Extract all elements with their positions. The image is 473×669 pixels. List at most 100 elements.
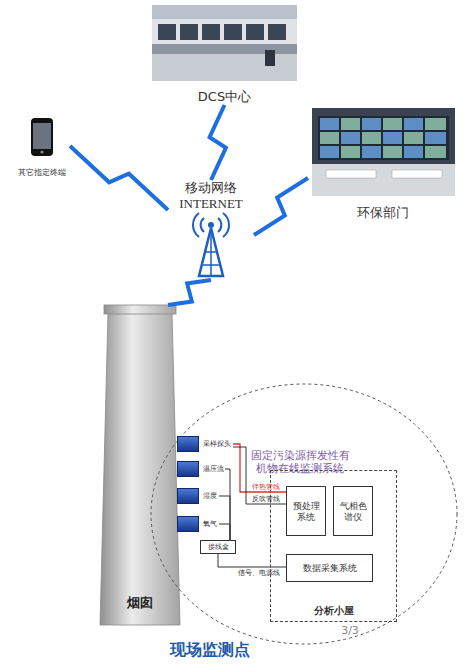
node-label: 采样探头 <box>201 440 233 448</box>
node-label: 接线盒 <box>201 543 235 551</box>
network-hub: 移动网络 INTERNET <box>168 180 254 280</box>
wireless-link <box>70 146 168 210</box>
sensor-square <box>177 516 199 532</box>
tower-top <box>208 222 214 228</box>
chimney-drawing <box>100 305 180 625</box>
screen <box>425 146 446 158</box>
signal-wave <box>193 213 199 237</box>
wireless-link <box>210 105 226 180</box>
signal-line <box>218 554 286 567</box>
screen <box>320 118 339 130</box>
process-box: 气相色谱仪 <box>333 486 373 536</box>
line-label: 信号、电源线 <box>236 569 282 577</box>
video-wall <box>318 116 449 160</box>
screen <box>341 118 360 130</box>
ellipse-outline <box>151 384 457 644</box>
phone-screen <box>33 123 51 149</box>
phone-button <box>40 150 43 153</box>
sensor-square <box>177 488 199 504</box>
screen <box>362 132 381 144</box>
page-number: 3/3 <box>330 624 370 637</box>
signal-wave <box>201 218 204 232</box>
sensor-box: 采样探头 <box>177 436 233 452</box>
wireless-link <box>168 280 211 305</box>
screen <box>404 146 423 158</box>
environment-room-photo <box>312 108 455 196</box>
tower-bar <box>205 251 217 253</box>
control-room-photo <box>152 5 297 81</box>
floor <box>312 164 455 196</box>
node-label: 温压流 <box>201 465 225 473</box>
sensor-box: 温压流 <box>177 461 225 477</box>
phone-body <box>31 118 53 156</box>
chimney-body <box>100 313 180 625</box>
screen <box>404 132 423 144</box>
screen <box>362 146 381 158</box>
screen <box>341 132 360 144</box>
chimney-cap <box>104 305 176 314</box>
screen <box>383 132 402 144</box>
line-label: 伴热管线 <box>249 483 283 491</box>
signal-line <box>219 496 230 540</box>
analysis-hut: 分析小屋 预处理系统气相色谱仪数据采集系统 <box>270 470 397 622</box>
tower-frame <box>199 228 223 276</box>
screen <box>404 118 423 130</box>
chimney: 烟囱 <box>100 305 180 625</box>
screen <box>341 146 360 158</box>
signal-line <box>225 469 230 540</box>
desk <box>392 170 442 178</box>
sensor-square <box>177 461 199 477</box>
tower-bar <box>202 264 220 266</box>
desk <box>152 44 297 54</box>
photo-bg <box>312 108 455 196</box>
sensor-box: 氧气 <box>177 516 219 532</box>
photo-bg <box>152 5 297 81</box>
control-center: DCS中心 <box>152 5 297 105</box>
node-label: DCS中心 <box>152 89 297 105</box>
node-label: 环保部门 <box>308 205 458 221</box>
wireless-link <box>254 178 308 235</box>
node-label: 氧气 <box>201 520 219 528</box>
screen <box>383 146 402 158</box>
monitoring-system: 固定污染源挥发性有机物在线监测系统采样探头温压流湿度氧气分析小屋预处理系统气相色… <box>150 383 458 645</box>
node-label: 分析小屋 <box>271 605 396 617</box>
terminal-device: 其它指定终端 <box>14 116 70 182</box>
caption: 现场监测点 <box>140 640 280 659</box>
monitor <box>246 24 264 40</box>
sensor-box: 湿度 <box>177 488 219 504</box>
line-label: 反吹管线 <box>249 495 283 503</box>
photo-ceiling <box>152 5 297 19</box>
screen <box>320 132 339 144</box>
screen <box>425 118 446 130</box>
antenna-tower <box>193 213 229 276</box>
node-label: 其它指定终端 <box>14 168 70 178</box>
signal-line <box>219 524 230 540</box>
process-box: 数据采集系统 <box>286 554 373 582</box>
node-label: 湿度 <box>201 492 219 500</box>
screen <box>425 132 446 144</box>
signal-wave <box>223 213 229 237</box>
environment-agency: 环保部门 <box>308 108 458 220</box>
signal-wave <box>218 218 221 232</box>
node-label: 数据采集系统 <box>287 563 372 574</box>
phone-icon <box>31 118 53 156</box>
desk <box>326 170 376 178</box>
node-label: 烟囱 <box>100 595 180 611</box>
heated-line <box>233 444 286 492</box>
process-box: 预处理系统 <box>286 486 326 536</box>
screen <box>320 146 339 158</box>
node-label: 移动网络 INTERNET <box>171 180 251 211</box>
monitor <box>202 24 220 40</box>
node-label: 预处理系统 <box>291 501 321 523</box>
sensor-square <box>177 436 199 452</box>
screen <box>362 118 381 130</box>
monitor <box>268 24 286 40</box>
backflush-line <box>233 447 286 504</box>
monitor <box>224 24 242 40</box>
node-label: 气相色谱仪 <box>338 501 368 523</box>
junction-box: 接线盒 <box>200 540 236 554</box>
monitor <box>158 24 176 40</box>
operator <box>265 50 275 66</box>
floor <box>152 54 297 81</box>
